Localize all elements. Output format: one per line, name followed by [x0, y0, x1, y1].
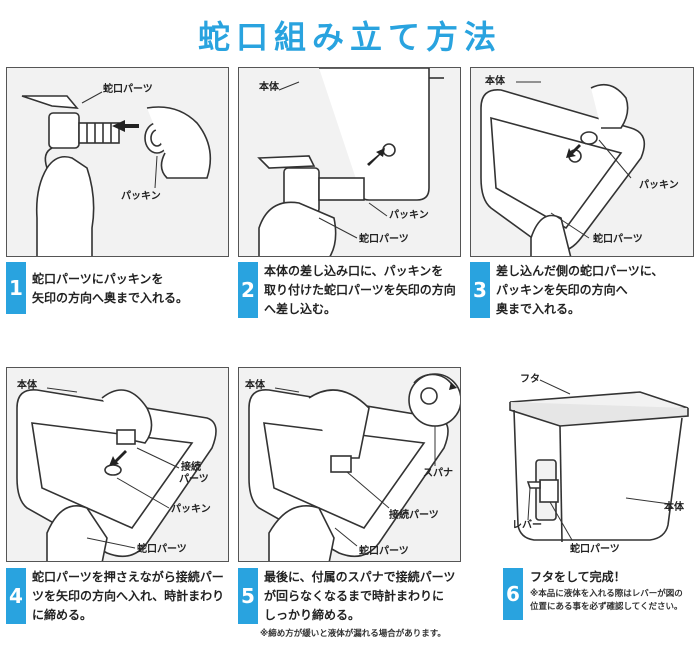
callout-faucet-part: 蛇口パーツ [593, 234, 643, 245]
page-title: 蛇口組み立て方法 [197, 18, 502, 56]
callout-faucet-part: 蛇口パーツ [359, 234, 409, 245]
insert-faucet-drawing [257, 68, 444, 256]
step-6-note: ※本品に液体を入れる際はレバーが図の 位置にある事を必ず確認してください。 [530, 588, 683, 614]
callout-gasket: パッキン [639, 180, 679, 191]
step-2-illustration: 本体 パッキン 蛇口パーツ [238, 67, 461, 257]
step-5-note: ※締め方が緩いと液体が漏れる場合があります。 [260, 629, 446, 639]
step-5-line-3: しっかり締める。 [264, 608, 361, 622]
step-1-text: 蛇口パーツにパッキンを 矢印の方向へ奥まで入れる。 [32, 270, 188, 308]
step-2-line-1: 本体の差し込み口に、パッキンを [264, 264, 444, 278]
step-1-illustration: 蛇口パーツ パッキン [6, 67, 229, 257]
step-3-text: 差し込んだ側の蛇口パーツに、 パッキンを矢印の方向へ 奥まで入れる。 [496, 262, 663, 319]
step-5-line-2: が回らなくなるまで時計まわりに [264, 589, 445, 603]
callout-gasket: パッキン [171, 504, 211, 515]
callout-body: 本体 [245, 380, 265, 391]
step-5-illustration: 本体 スパナ 接続パーツ 蛇口パーツ [238, 367, 461, 562]
step-5-text: 最後に、付属のスパナで接続パーツ が回らなくなるまで時計まわりに しっかり締める… [264, 568, 455, 625]
connector-drawing [16, 387, 217, 561]
callout-body: 本体 [664, 502, 684, 513]
callout-faucet-part: 蛇口パーツ [103, 84, 153, 95]
callout-connector: 接続 [181, 462, 201, 473]
callout-lid: フタ [520, 374, 540, 385]
step-6-number: 6 [503, 568, 523, 620]
step-4-text: 蛇口パーツを押さえながら接続パー ツを矢印の方向へ入れ、時計まわり に締める。 [32, 568, 224, 625]
callout-wrench: スパナ [423, 468, 453, 479]
step-2-line-3: へ差し込む。 [264, 302, 337, 316]
step-3-line-2: パッキンを矢印の方向へ [496, 283, 628, 297]
step-1-line-2: 矢印の方向へ奥まで入れる。 [32, 291, 189, 305]
callout-connector-2: パーツ [179, 474, 209, 485]
step-4-illustration: 本体 接続 パーツ パッキン 蛇口パーツ [6, 367, 229, 562]
callout-body: 本体 [259, 82, 279, 93]
step-4-line-1: 蛇口パーツを押さえながら接続パー [32, 570, 224, 584]
step-2-line-2: 取り付けた蛇口パーツを矢印の方向 [264, 283, 456, 297]
step-4-line-3: に締める。 [32, 608, 93, 622]
step-2-text: 本体の差し込み口に、パッキンを 取り付けた蛇口パーツを矢印の方向 へ差し込む。 [264, 262, 456, 319]
faucet-gasket-drawing [21, 91, 212, 256]
callout-faucet-part: 蛇口パーツ [359, 546, 409, 557]
step-3-line-1: 差し込んだ側の蛇口パーツに、 [496, 264, 664, 278]
callout-faucet-part: 蛇口パーツ [570, 544, 620, 555]
step-6-line-1: フタをして完成！ [530, 570, 626, 584]
step-5-line-1: 最後に、付属のスパナで接続パーツ [264, 570, 456, 584]
step-6-text: フタをして完成！ [530, 568, 626, 587]
wrench-drawing [248, 373, 460, 561]
callout-body: 本体 [485, 76, 505, 87]
step-4-line-2: ツを矢印の方向へ入れ、時計まわり [32, 589, 225, 603]
step-6-illustration: フタ 本体 レバー 蛇口パーツ [500, 370, 694, 562]
callout-body: 本体 [17, 380, 37, 391]
step-6-note-line-1: ※本品に液体を入れる際はレバーが図の [530, 589, 683, 599]
step-4-number: 4 [6, 568, 26, 624]
callout-gasket: パッキン [121, 191, 161, 202]
step-2-number: 2 [238, 262, 258, 318]
step-3-line-3: 奥まで入れる。 [496, 302, 581, 316]
callout-faucet-part: 蛇口パーツ [137, 544, 187, 555]
step-5-number: 5 [238, 568, 258, 624]
step-1-line-1: 蛇口パーツにパッキンを [32, 272, 164, 286]
callout-lever: レバー [512, 520, 542, 531]
step-6-note-line-2: 位置にある事を必ず確認してください。 [530, 602, 683, 612]
step-3-illustration: 本体 パッキン 蛇口パーツ [470, 67, 694, 257]
finished-dispenser-drawing [509, 379, 689, 543]
callout-gasket: パッキン [389, 210, 429, 221]
step-3-number: 3 [470, 262, 490, 318]
callout-connector: 接続パーツ [389, 510, 439, 521]
gasket-inside-drawing [480, 81, 646, 256]
step-1-number: 1 [6, 262, 26, 314]
